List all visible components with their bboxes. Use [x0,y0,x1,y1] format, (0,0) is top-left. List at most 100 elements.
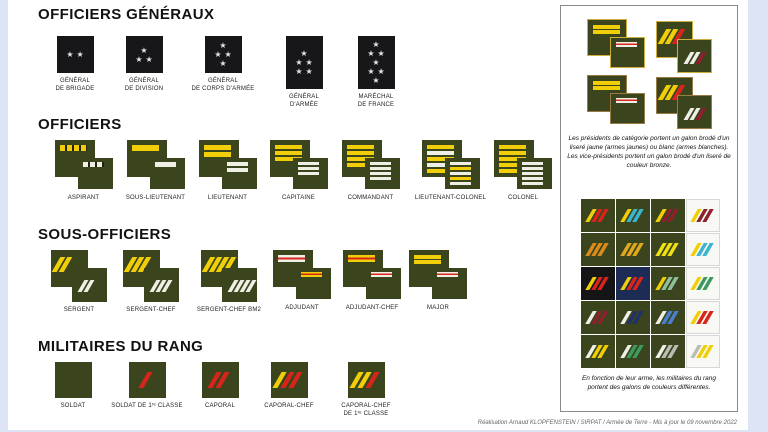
rank-label: ADJUDANT-CHEF [345,305,399,311]
rank-general-de-corps-darmee: ★★★★ GÉNÉRAL DE CORPS D'ARMÉE [178,36,268,93]
rank-general-de-brigade: ★★ GÉNÉRAL DE BRIGADE [40,36,110,93]
galon-cell [616,335,650,368]
insignia-colonel [494,140,552,190]
rank-label: CAPORAL-CHEF DE 1ʳᵉ CLASSE [341,403,391,418]
generals-row: ★★ GÉNÉRAL DE BRIGADE ★★★ GÉNÉRAL DE DIV… [40,36,412,109]
enlisted-row: SOLDAT SOLDAT DE 1ʳᵉ CLASSE CAPORAL CAPO… [38,362,408,418]
insignia-sergent [51,250,107,302]
rank-label: CAPORAL-CHEF [264,403,314,409]
rank-major: MAJOR [409,250,467,312]
rank-caporal: CAPORAL [186,362,254,410]
rank-label: SOLDAT DE 1ʳᵉ CLASSE [111,403,183,409]
galon-cell [581,301,615,334]
rank-general-de-division: ★★★ GÉNÉRAL DE DIVISION [110,36,178,93]
rank-label: ASPIRANT [67,195,100,201]
rank-label: COMMANDANT [347,195,394,201]
rank-label: SERGENT-CHEF [126,307,176,313]
galon-cell [616,199,650,232]
galon-cell [651,233,685,266]
rank-label: GÉNÉRAL DE BRIGADE [55,78,95,93]
galons-color-grid [581,199,720,368]
rank-adjudant-chef: ADJUDANT-CHEF [334,250,410,312]
insignia-aspirant [54,140,113,190]
insignia-vice-president-galon-diag [656,77,712,129]
rank-caporal-chef: CAPORAL-CHEF [254,362,324,410]
rank-label: ADJUDANT [285,305,319,311]
galon-cell [686,233,720,266]
insignia-caporal-chef-1re-classe [347,362,385,398]
rank-soldat: SOLDAT [38,362,108,410]
insignia-lieutenant-colonel [421,140,480,190]
galon-cell [686,199,720,232]
insignia-soldat [54,362,92,398]
rank-sergent: SERGENT [44,250,114,314]
galon-cell [651,335,685,368]
presidents-note: Les présidents de catégorie portent un g… [567,135,731,170]
insignia-caporal-chef [270,362,308,398]
galon-cell [581,267,615,300]
rank-lieutenant-colonel: LIEUTENANT-COLONEL [407,140,494,202]
insignia-adjudant-chef [343,250,401,300]
section-title-militaires-du-rang: MILITAIRES DU RANG [38,338,204,355]
galon-cell [686,301,720,334]
rank-label: CAPITAINE [281,195,316,201]
insignia-adjudant [273,250,331,300]
insignia-general-darmee: ★★★★★ [285,36,323,89]
rank-colonel: COLONEL [494,140,552,202]
rank-label: SERGENT [63,307,95,313]
galon-cell [651,199,685,232]
side-panel: Les présidents de catégorie portent un g… [560,5,738,412]
galon-cell [616,233,650,266]
rank-label: CAPORAL [204,403,236,409]
rank-sergent-chef-bm2: SERGENT-CHEF BM2 [188,250,270,314]
insignia-general-de-corps-darmee: ★★★★ [204,36,242,73]
galon-cell [616,267,650,300]
rank-label: COLONEL [507,195,539,201]
rank-label: GÉNÉRAL D'ARMÉE [288,94,320,109]
insignia-commandant [341,140,400,190]
rank-label: MARÉCHAL DE FRANCE [357,94,395,109]
section-title-officiers-generaux: OFFICIERS GÉNÉRAUX [38,6,215,23]
insignia-capitaine [269,140,328,190]
rank-general-darmee: ★★★★★ GÉNÉRAL D'ARMÉE [268,36,340,109]
chart-sheet: OFFICIERS GÉNÉRAUX ★★ GÉNÉRAL DE BRIGADE… [8,0,748,430]
galon-cell [581,199,615,232]
galon-cell [581,335,615,368]
rank-label: LIEUTENANT [207,195,248,201]
insignia-vice-president-galon-bars [587,75,645,125]
rank-marechal-de-france: ★★★★★★★ MARÉCHAL DE FRANCE [340,36,412,109]
galon-cell [686,267,720,300]
credit-line: Réalisation Arnaud KLOPFENSTEIN / SIRPAT… [477,420,737,426]
section-title-sous-officiers: SOUS-OFFICIERS [38,226,172,243]
rank-caporal-chef-1re-classe: CAPORAL-CHEF DE 1ʳᵉ CLASSE [324,362,408,418]
insignia-soldat-1re-classe [128,362,166,398]
insignia-lieutenant [198,140,257,190]
insignia-sergent-chef-bm2 [201,250,257,302]
section-title-officiers: OFFICIERS [38,116,122,133]
insignia-major [409,250,467,300]
rank-adjudant: ADJUDANT [270,250,334,312]
galon-cell [581,233,615,266]
officers-row: ASPIRANT SOUS-LIEUTENANT LIEUTENANT CAPI… [48,140,552,202]
insignia-sous-lieutenant [126,140,185,190]
galon-cell [651,267,685,300]
rank-sergent-chef: SERGENT-CHEF [114,250,188,314]
ncos-row: SERGENT SERGENT-CHEF SERGENT-CHEF BM2 AD… [44,250,467,314]
rank-label: MAJOR [427,305,449,311]
rank-label: SOLDAT [60,403,86,409]
rank-capitaine: CAPITAINE [263,140,334,202]
insignia-president-galon-diag [656,21,712,73]
galon-cell [651,301,685,334]
rank-aspirant: ASPIRANT [48,140,119,202]
rank-sous-lieutenant: SOUS-LIEUTENANT [119,140,192,202]
galon-cell [686,335,720,368]
galon-cell [616,301,650,334]
insignia-general-de-division: ★★★ [125,36,163,73]
rank-label: GÉNÉRAL DE CORPS D'ARMÉE [191,78,255,93]
arms-colors-note: En fonction de leur arme, les militaires… [581,375,717,392]
rank-label: GÉNÉRAL DE DIVISION [124,78,164,93]
rank-soldat-1re-classe: SOLDAT DE 1ʳᵉ CLASSE [108,362,186,410]
insignia-marechal-de-france: ★★★★★★★ [357,36,395,89]
insignia-president-galon-bars [587,19,645,69]
